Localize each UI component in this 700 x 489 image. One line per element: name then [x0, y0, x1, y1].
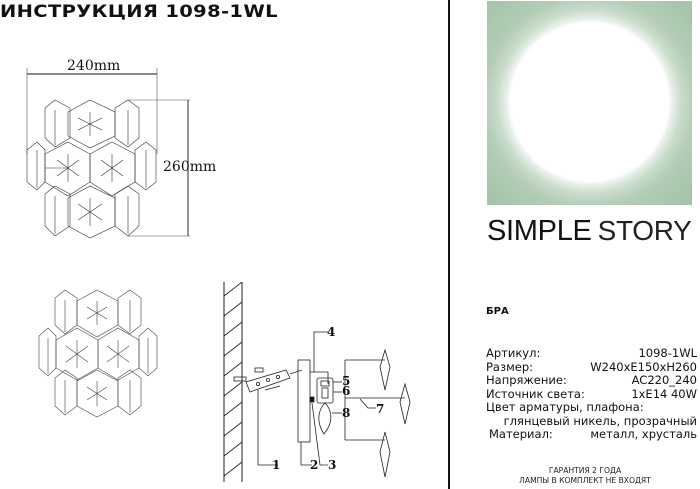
spec-color-label: Цвет арматуры, плафона: [486, 400, 644, 414]
front-view-drawing [26, 68, 190, 239]
page-title: ИНСТРУКЦИЯ 1098-1WL [0, 2, 278, 21]
spec-color-value: глянцевый никель, прозрачный [503, 413, 697, 428]
spec-label: Размер: [486, 359, 534, 374]
spec-row-light-source: Источник света: 1xE14 40W [486, 386, 697, 402]
brand-name-light: STORY [597, 215, 692, 246]
height-dimension-label: 260mm [163, 159, 217, 175]
spec-value: 1098-1WL [638, 346, 697, 360]
spec-value: металл, хрусталь [590, 427, 697, 441]
lamps-note: ЛАМПЫ В КОМПЛЕКТ НЕ ВХОДЯТ [519, 476, 651, 485]
part-label-8: 8 [342, 406, 350, 420]
spec-row-size: Размер: W240xE150xH260 [486, 359, 697, 375]
part-label-1: 1 [272, 458, 280, 472]
installation-diagram: 1 2 3 4 5 6 7 8 [223, 282, 411, 482]
brand-name-bold: SIMPLE [487, 215, 592, 247]
product-type: БРА [486, 306, 509, 317]
vertical-divider [448, 0, 450, 489]
product-view-drawing [38, 289, 158, 418]
warranty-note: ГАРАНТИЯ 2 ГОДА [548, 466, 622, 475]
spec-value: W240xE150xH260 [590, 359, 697, 374]
spec-row-material: Материал: металл, хрусталь [486, 427, 697, 442]
spec-label: Артикул: [486, 346, 541, 360]
spec-row-voltage: Напряжение: AC220_240 [486, 373, 697, 388]
part-label-7: 7 [376, 402, 384, 416]
part-label-4: 4 [327, 325, 335, 339]
spec-row-article: Артикул: 1098-1WL [486, 346, 697, 361]
spec-label: Материал: [489, 427, 553, 441]
width-dimension-label: 240mm [67, 58, 121, 74]
spec-value: 1xE14 40W [631, 386, 697, 401]
part-label-5: 5 [342, 374, 350, 388]
part-label-6: 6 [342, 384, 350, 398]
part-label-3: 3 [328, 458, 336, 472]
spec-label: Напряжение: [486, 373, 567, 387]
spec-value: AC220_240 [631, 373, 697, 387]
part-label-2: 2 [310, 458, 318, 472]
spec-list: Артикул: 1098-1WL Размер: W240xE150xH260… [486, 346, 697, 442]
brand-logo-mark [487, 1, 692, 205]
spec-label: Источник света: [486, 386, 585, 401]
footer-notes: ГАРАНТИЯ 2 ГОДА ЛАМПЫ В КОМПЛЕКТ НЕ ВХОД… [470, 466, 700, 486]
